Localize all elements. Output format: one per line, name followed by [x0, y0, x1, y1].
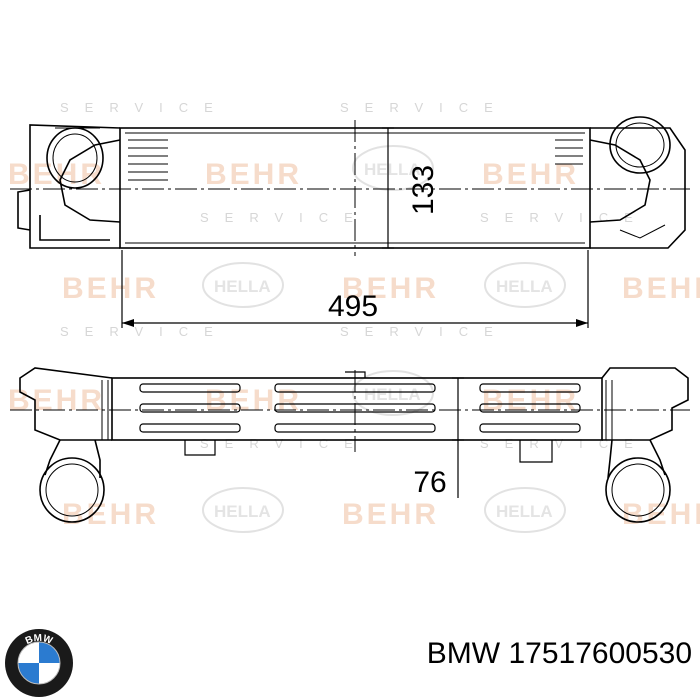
- top-left-inlet-pipe: [39, 457, 105, 523]
- watermark-row-1: BEHR BEHR BEHR HELLA: [8, 145, 579, 191]
- right-end-tank: [589, 116, 686, 249]
- watermark-behr: BEHR: [622, 272, 700, 305]
- watermark-service: SERVICE: [340, 324, 509, 339]
- dimension-height-value: 133: [407, 165, 440, 215]
- watermark-service: SERVICE: [200, 436, 369, 451]
- dimension-length: 495: [121, 250, 589, 328]
- bmw-logo-icon: BMW: [5, 629, 73, 697]
- top-core-brackets: [139, 371, 581, 463]
- watermark-row-2: SERVICE SERVICE SERVICE SERVICE: [60, 100, 633, 225]
- watermark-row-4: BEHR BEHR BEHR HELLA SERVICE SERVICE: [8, 370, 649, 451]
- top-left-tank: [19, 367, 113, 523]
- watermark-hella: HELLA: [214, 277, 271, 296]
- top-core-outline: [111, 377, 603, 441]
- dimension-depth-value: 76: [413, 466, 446, 499]
- watermark-service: SERVICE: [480, 436, 649, 451]
- part-caption: BMW 17517600530: [362, 632, 692, 676]
- core-fins: [128, 139, 583, 181]
- caption-part-number: 17517600530: [508, 637, 692, 670]
- watermark-hella: HELLA: [496, 277, 553, 296]
- front-view: [10, 116, 690, 256]
- watermark-hella-oval: [484, 487, 566, 533]
- watermark-behr: BEHR: [8, 384, 105, 417]
- watermark-behr: BEHR: [622, 498, 700, 531]
- watermark-behr: BEHR: [62, 272, 159, 305]
- watermark-hella: HELLA: [364, 160, 421, 179]
- watermark-behr: BEHR: [482, 158, 579, 191]
- watermark-behr: BEHR: [342, 272, 439, 305]
- watermark-service: SERVICE: [340, 100, 509, 115]
- watermark-hella-oval: [202, 487, 284, 533]
- watermark-hella-oval: [484, 262, 566, 308]
- dimension-depth: 76: [413, 377, 464, 499]
- watermark-row-5: BEHR BEHR BEHR HELLA HELLA: [62, 487, 700, 533]
- watermark-service: SERVICE: [60, 324, 229, 339]
- watermark-hella-oval: [352, 145, 434, 191]
- bmw-logo-lettering: BMW: [24, 633, 55, 647]
- watermark-hella: HELLA: [496, 502, 553, 521]
- watermark-hella: HELLA: [214, 502, 271, 521]
- right-outlet-pipe: [609, 116, 671, 174]
- watermark-service: SERVICE: [200, 210, 369, 225]
- top-right-tank: [601, 367, 689, 523]
- watermark-hella-oval: [352, 370, 434, 416]
- watermark-service: SERVICE: [60, 100, 229, 115]
- caption-brand: BMW: [426, 637, 501, 670]
- watermark-layer: BEHR BEHR BEHR HELLA SERVICE SERVICE SER…: [8, 100, 700, 533]
- top-view: [10, 367, 690, 523]
- dimension-length-value: 495: [328, 290, 378, 323]
- watermark-row-3: BEHR BEHR BEHR HELLA HELLA SERVICE SERVI…: [60, 262, 700, 339]
- watermark-behr: BEHR: [342, 498, 439, 531]
- watermark-hella-oval: [202, 262, 284, 308]
- watermark-behr: BEHR: [205, 158, 302, 191]
- watermark-hella: HELLA: [364, 385, 421, 404]
- top-right-outlet-pipe: [605, 457, 671, 523]
- left-end-tank: [17, 124, 121, 249]
- watermark-behr: BEHR: [62, 498, 159, 531]
- dimension-height: 133: [382, 127, 440, 249]
